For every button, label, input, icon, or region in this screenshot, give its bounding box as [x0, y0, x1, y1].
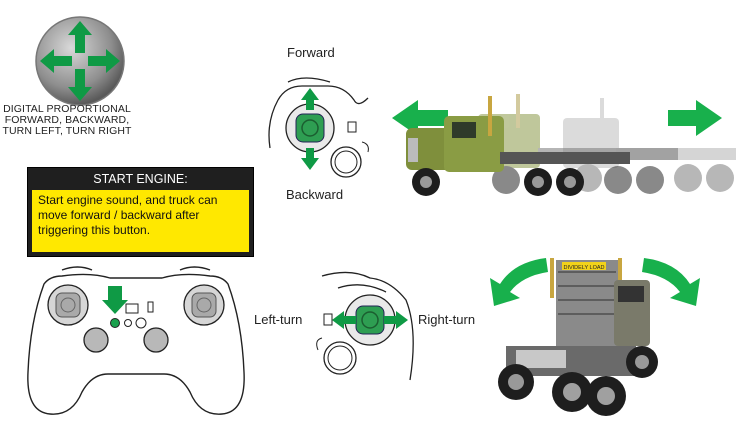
arrow-down-icon — [102, 286, 128, 314]
caption-line: FORWARD, BACKWARD, — [4, 114, 130, 126]
truck-banner-text: DIVIDELY LOAD — [563, 265, 604, 271]
dpad-icon — [35, 16, 125, 106]
truck-forward-backward-image — [392, 94, 736, 196]
label-left-turn: Left-turn — [254, 312, 303, 327]
arrow-left-icon — [332, 311, 356, 329]
start-engine-title: START ENGINE: — [93, 172, 188, 186]
arrow-left-icon — [392, 100, 448, 136]
label-backward: Backward — [286, 187, 344, 202]
rotate-right-icon — [642, 258, 700, 306]
caption-line: DIGITAL PROPORTIONAL — [3, 103, 131, 115]
rotate-left-icon — [490, 258, 548, 306]
caption-line: TURN LEFT, TURN RIGHT — [2, 125, 132, 137]
controller-detail-forward-backward — [268, 77, 369, 178]
label-right-turn: Right-turn — [418, 312, 476, 327]
arrow-right-icon — [384, 311, 408, 329]
arrow-right-icon — [668, 100, 722, 136]
controller-illustration — [27, 266, 245, 415]
label-forward: Forward — [287, 45, 335, 60]
start-engine-description: Start engine sound, and truck can move f… — [32, 190, 249, 252]
arrow-up-icon — [301, 88, 319, 110]
start-engine-box: START ENGINE: Start engine sound, and tr… — [27, 167, 254, 257]
arrow-down-icon — [301, 148, 319, 170]
truck-turning-image: DIVIDELY LOAD — [490, 258, 700, 416]
controller-detail-left-right — [316, 271, 414, 381]
dpad-caption: DIGITAL PROPORTIONAL FORWARD, BACKWARD, … — [0, 104, 134, 137]
left-stick — [47, 284, 89, 326]
